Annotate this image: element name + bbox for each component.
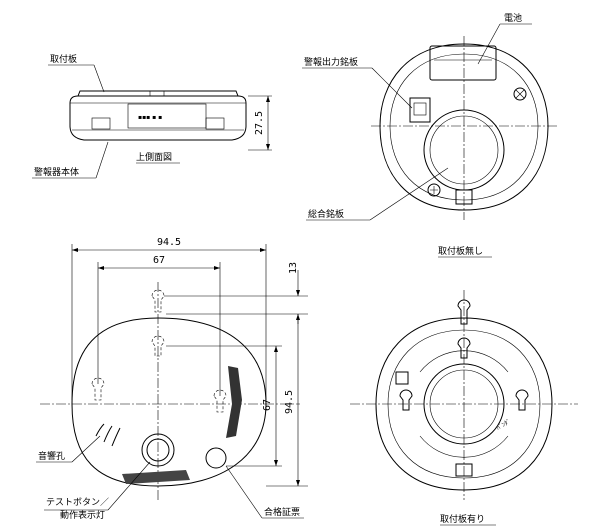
front-view: 94.5 67 13 67 94.5 音響孔 テストボタン／ 動作表示灯 合格証… bbox=[36, 237, 308, 521]
cert-label: 合格証票 bbox=[264, 506, 300, 518]
with-plate-caption: 取付板有り bbox=[440, 513, 485, 525]
general-plate-label: 総合銘板 bbox=[308, 208, 344, 220]
width-total-dim: 94.5 bbox=[157, 237, 181, 248]
test-button-label-1: テストボタン／ bbox=[46, 497, 109, 508]
sound-hole-label: 音響孔 bbox=[38, 450, 65, 462]
top-side-view: ▪▪▪ ▪ ▪ 取付板 警報器本体 上側面図 27.5 bbox=[32, 53, 272, 179]
with-plate-view: ﾊﾞﾝﾀﾞ 取付板有り bbox=[350, 290, 578, 526]
height-total-dim: 94.5 bbox=[284, 390, 295, 414]
height-dim: 27.5 bbox=[254, 111, 265, 135]
body-label: 警報器本体 bbox=[34, 166, 79, 178]
no-plate-caption: 取付板無し bbox=[438, 245, 483, 257]
test-button-label-2: 動作表示灯 bbox=[60, 509, 105, 521]
svg-text:ﾊﾞﾝﾀﾞ: ﾊﾞﾝﾀﾞ bbox=[496, 418, 513, 432]
plate-label: 取付板 bbox=[50, 53, 77, 65]
top-offset-dim: 13 bbox=[288, 262, 299, 274]
width-inner-dim: 67 bbox=[153, 255, 165, 266]
battery-label: 電池 bbox=[504, 12, 522, 24]
no-plate-view: 電池 警報出力銘板 総合銘板 取付板無し bbox=[302, 12, 557, 258]
svg-text:▪▪▪ ▪ ▪: ▪▪▪ ▪ ▪ bbox=[138, 114, 162, 121]
top-view-caption: 上側面図 bbox=[136, 151, 172, 163]
height-inner-dim: 67 bbox=[262, 399, 273, 411]
output-plate-label: 警報出力銘板 bbox=[304, 56, 358, 68]
